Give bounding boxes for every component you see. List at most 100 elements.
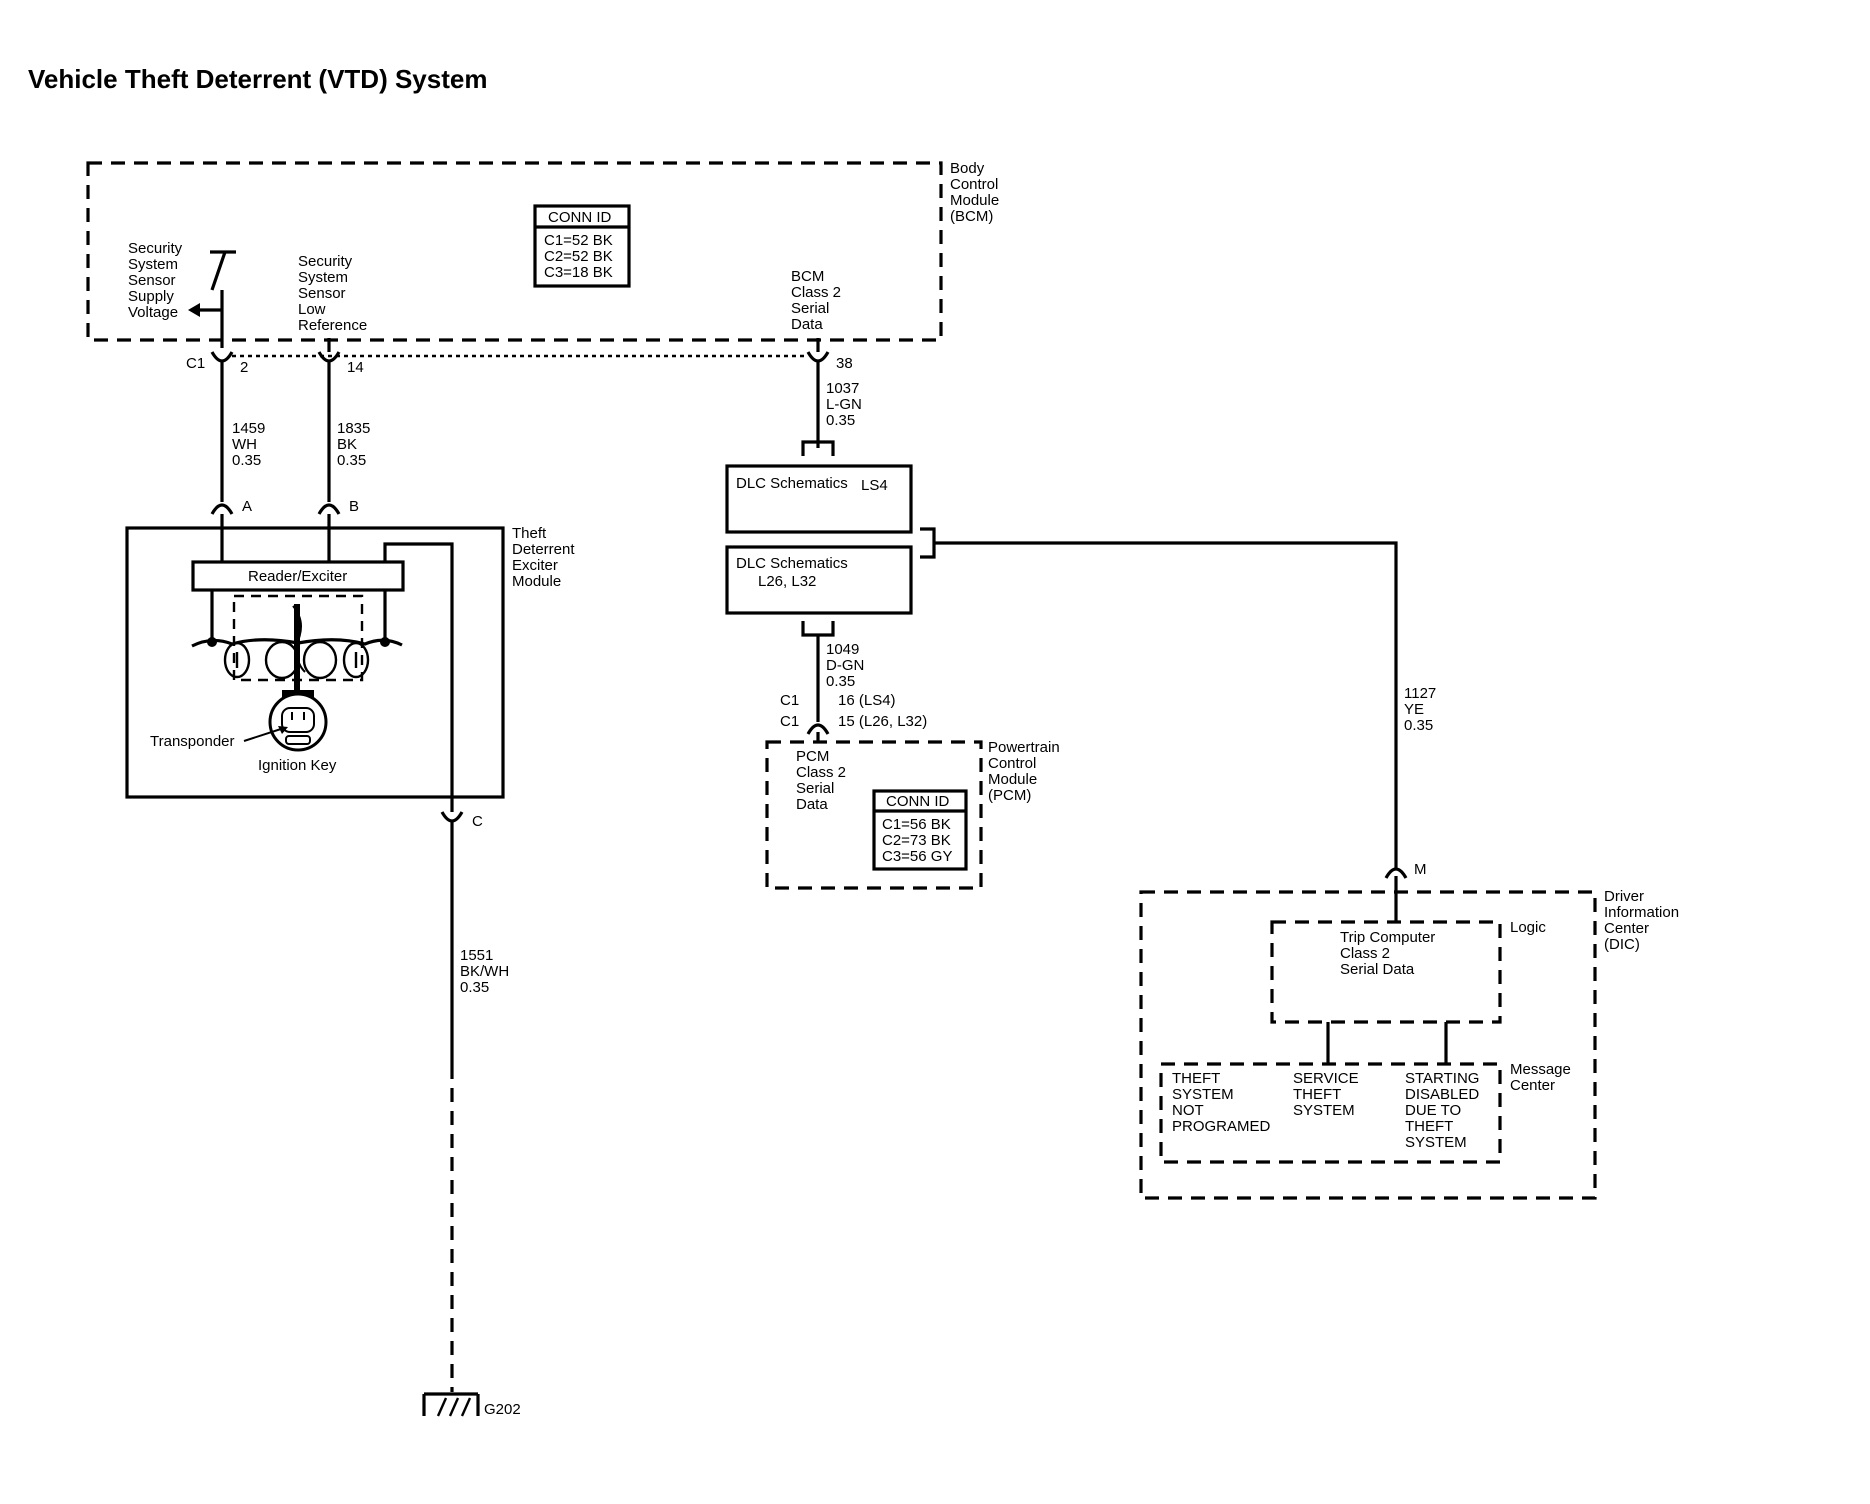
svg-text:C: C xyxy=(472,813,483,830)
svg-text:LS4: LS4 xyxy=(861,477,888,494)
ground-label: G202 xyxy=(484,1401,521,1418)
wire-1127-label: 1127 YE 0.35 xyxy=(1404,685,1436,734)
svg-text:Body: Body xyxy=(950,160,985,177)
reader-exciter: Reader/Exciter xyxy=(191,560,405,592)
wire-1459-label: 1459 WH 0.35 xyxy=(232,420,265,469)
svg-text:DUE TO: DUE TO xyxy=(1405,1102,1461,1119)
svg-text:Security: Security xyxy=(128,240,183,257)
svg-text:DLC Schematics: DLC Schematics xyxy=(736,555,848,572)
svg-text:CONN ID: CONN ID xyxy=(548,209,612,226)
svg-text:BCM: BCM xyxy=(791,268,824,285)
svg-text:Class 2: Class 2 xyxy=(1340,945,1390,962)
dlc-right-bracket xyxy=(920,527,936,559)
svg-text:Sensor: Sensor xyxy=(298,285,346,302)
svg-text:Serial: Serial xyxy=(796,780,834,797)
svg-text:C1: C1 xyxy=(780,713,799,730)
transponder-label: Transponder xyxy=(150,726,288,750)
svg-text:(DIC): (DIC) xyxy=(1604,936,1640,953)
svg-text:DISABLED: DISABLED xyxy=(1405,1086,1479,1103)
svg-text:D-GN: D-GN xyxy=(826,657,864,674)
svg-text:0.35: 0.35 xyxy=(826,412,855,429)
svg-text:System: System xyxy=(298,269,348,286)
bcm-name: Body Control Module (BCM) xyxy=(950,160,999,225)
svg-text:SYSTEM: SYSTEM xyxy=(1293,1102,1355,1119)
bcm-pin-14: 14 xyxy=(317,351,364,376)
svg-text:16 (LS4): 16 (LS4) xyxy=(838,692,896,709)
svg-text:THEFT: THEFT xyxy=(1405,1118,1453,1135)
svg-text:Center: Center xyxy=(1510,1077,1555,1094)
svg-text:38: 38 xyxy=(836,355,853,372)
bcm-pin-38: 38 xyxy=(806,351,853,372)
svg-text:Module: Module xyxy=(512,573,561,590)
svg-text:C1=52 BK: C1=52 BK xyxy=(544,232,613,249)
svg-text:Control: Control xyxy=(950,176,998,193)
tdem-name: Theft Deterrent Exciter Module xyxy=(512,525,575,590)
svg-text:(PCM): (PCM) xyxy=(988,787,1031,804)
pcm-pin-connector xyxy=(806,723,830,735)
svg-text:WH: WH xyxy=(232,436,257,453)
page-title: Vehicle Theft Deterrent (VTD) System xyxy=(28,64,487,94)
svg-text:Exciter: Exciter xyxy=(512,557,558,574)
svg-text:C2=52 BK: C2=52 BK xyxy=(544,248,613,265)
dic-pin-m: M xyxy=(1384,861,1427,879)
bcm-class2-label: BCM Class 2 Serial Data xyxy=(791,268,841,333)
tdem-pin-c: C xyxy=(440,811,483,830)
bcm-conn-id-table: CONN ID C1=52 BK C2=52 BK C3=18 BK xyxy=(533,204,631,288)
svg-text:0.35: 0.35 xyxy=(826,673,855,690)
wire-1037-label: 1037 L-GN 0.35 xyxy=(826,380,862,429)
wire-1049-label: 1049 D-GN 0.35 xyxy=(826,641,864,690)
svg-text:PROGRAMED: PROGRAMED xyxy=(1172,1118,1271,1135)
svg-text:0.35: 0.35 xyxy=(232,452,261,469)
bcm-supply-voltage-label: Security System Sensor Supply Voltage xyxy=(128,240,183,321)
wire-1127 xyxy=(934,541,1398,868)
svg-text:0.35: 0.35 xyxy=(337,452,366,469)
svg-text:15 (L26, L32): 15 (L26, L32) xyxy=(838,713,927,730)
dic-message-center-label: Message Center xyxy=(1510,1061,1571,1094)
ignition-key-icon xyxy=(268,604,328,752)
svg-text:M: M xyxy=(1414,861,1427,878)
svg-text:Center: Center xyxy=(1604,920,1649,937)
dic-box xyxy=(1139,890,1597,1200)
tdem-pin-b: B xyxy=(317,498,359,515)
svg-text:(BCM): (BCM) xyxy=(950,208,993,225)
svg-text:Reference: Reference xyxy=(298,317,367,334)
pcm-class2-label: PCM Class 2 Serial Data xyxy=(796,748,846,813)
dlc-schematics-l26-l32: DLC Schematics L26, L32 xyxy=(725,545,913,615)
svg-text:Powertrain: Powertrain xyxy=(988,739,1060,756)
svg-text:B: B xyxy=(349,498,359,515)
svg-text:SERVICE: SERVICE xyxy=(1293,1070,1359,1087)
svg-text:Supply: Supply xyxy=(128,288,174,305)
svg-text:PCM: PCM xyxy=(796,748,829,765)
pcm-conn-id-table: CONN ID C1=56 BK C2=73 BK C3=56 GY xyxy=(872,789,968,871)
svg-text:1037: 1037 xyxy=(826,380,859,397)
svg-text:BK: BK xyxy=(337,436,357,453)
svg-text:A: A xyxy=(242,498,252,515)
svg-text:Driver: Driver xyxy=(1604,888,1644,905)
svg-text:Theft: Theft xyxy=(512,525,547,542)
svg-text:THEFT: THEFT xyxy=(1172,1070,1220,1087)
pcm-name: Powertrain Control Module (PCM) xyxy=(988,739,1060,804)
svg-text:L-GN: L-GN xyxy=(826,396,862,413)
svg-text:1459: 1459 xyxy=(232,420,265,437)
bcm-low-reference-label: Security System Sensor Low Reference xyxy=(298,253,367,334)
dlc-schematics-ls4: DLC Schematics LS4 xyxy=(725,464,913,534)
bcm-box xyxy=(86,161,943,342)
svg-text:Transponder: Transponder xyxy=(150,733,235,750)
svg-text:C1=56 BK: C1=56 BK xyxy=(882,816,951,833)
dlc-top-bracket xyxy=(801,440,835,456)
svg-text:YE: YE xyxy=(1404,701,1424,718)
svg-text:SYSTEM: SYSTEM xyxy=(1405,1134,1467,1151)
svg-text:L26, L32: L26, L32 xyxy=(758,573,816,590)
dic-message-center-box xyxy=(1159,1062,1502,1164)
svg-text:CONN ID: CONN ID xyxy=(886,793,950,810)
svg-text:Data: Data xyxy=(791,316,823,333)
svg-text:C3=18 BK: C3=18 BK xyxy=(544,264,613,281)
wire-1835-label: 1835 BK 0.35 xyxy=(337,420,370,469)
tdem-pin-a: A xyxy=(210,498,252,515)
dic-logic-box xyxy=(1270,920,1502,1024)
svg-text:0.35: 0.35 xyxy=(460,979,489,996)
svg-text:1049: 1049 xyxy=(826,641,859,658)
dic-message-theft-not-programed: THEFT SYSTEM NOT PROGRAMED xyxy=(1172,1070,1271,1135)
svg-text:BK/WH: BK/WH xyxy=(460,963,509,980)
